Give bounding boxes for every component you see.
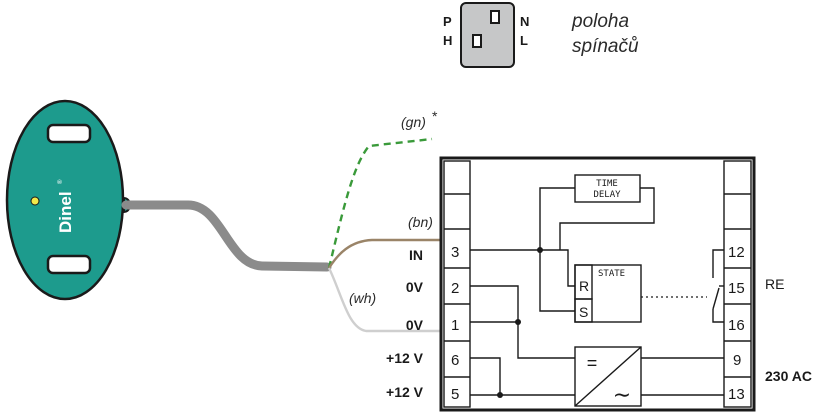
wire-note-asterisk: * (432, 108, 438, 124)
signal-label-plus12-b: +12 V (386, 384, 424, 400)
power-supply-block: = ∼ (574, 346, 642, 407)
terminal-15: 15 (728, 280, 745, 297)
wire-label-green: (gn) (401, 114, 426, 130)
sensor-brand-logo: Dinel (56, 191, 75, 233)
state-input-r: R (579, 278, 589, 294)
switch-label-n: N (520, 14, 529, 29)
output-label-relay: RE (765, 276, 784, 292)
evaluation-unit: 3 2 1 6 5 12 15 16 9 13 (439, 156, 756, 412)
sensor-registered-mark: ® (57, 179, 64, 184)
switch-lever-right (490, 10, 500, 24)
left-terminal-block: 3 2 1 6 5 (443, 160, 471, 408)
signal-label-plus12-a: +12 V (386, 350, 424, 366)
switch-lever-left (472, 34, 482, 48)
wire-label-brown: (bn) (408, 214, 433, 230)
state-block: R S STATE (574, 264, 642, 323)
junction-dot (515, 319, 521, 325)
terminal-1: 1 (451, 317, 459, 334)
white-wire (327, 267, 444, 333)
junction-dot (497, 392, 503, 398)
sensor-slot-top (46, 123, 92, 144)
terminal-12: 12 (728, 244, 745, 261)
state-label: STATE (598, 269, 625, 279)
sensor-slot-bottom (46, 254, 92, 275)
signal-label-in: IN (409, 247, 423, 263)
terminal-5: 5 (451, 386, 459, 403)
signal-label-0v-b: 0V (406, 317, 424, 333)
brown-wire (327, 238, 444, 269)
signal-label-0v-a: 0V (406, 279, 424, 295)
terminal-2: 2 (451, 280, 459, 297)
sensor-cable (121, 200, 332, 272)
time-delay-label-line1: TIME (596, 179, 618, 189)
switch-position-indicator: P H N L poloha spínačů (443, 2, 639, 68)
green-wire (327, 137, 433, 269)
terminal-3: 3 (451, 244, 459, 261)
switch-label-h: H (443, 33, 452, 48)
wire-label-white: (wh) (349, 290, 376, 306)
terminal-16: 16 (728, 317, 745, 334)
terminal-9: 9 (733, 352, 741, 369)
switch-label-l: L (520, 33, 528, 48)
switch-caption-line1: poloha (571, 11, 629, 32)
time-delay-block: TIME DELAY (574, 174, 641, 203)
switch-body (460, 2, 515, 68)
psu-ac-symbol: ∼ (613, 382, 631, 407)
sensor-led (30, 196, 40, 206)
terminal-6: 6 (451, 352, 459, 369)
time-delay-label-line2: DELAY (593, 190, 621, 200)
right-terminal-block: 12 15 16 9 13 (723, 160, 752, 408)
switch-caption-line2: spínačů (572, 36, 639, 57)
switch-label-p: P (443, 14, 452, 29)
terminal-13: 13 (728, 386, 745, 403)
psu-dc-symbol: = (587, 353, 598, 373)
output-label-supply: 230 AC (765, 368, 812, 384)
sensor: Dinel ® (5, 99, 131, 301)
state-input-s: S (579, 304, 588, 320)
junction-dot (537, 247, 543, 253)
